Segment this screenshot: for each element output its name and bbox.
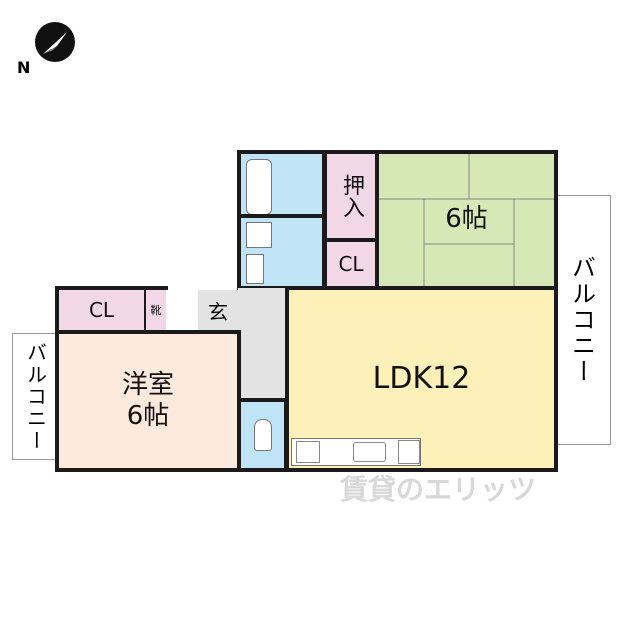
youshitsu-label-line2: 6帖 — [126, 401, 170, 431]
closet-left-label: CL — [88, 298, 115, 322]
entrance: 玄 — [166, 290, 238, 330]
closet-left: CL — [55, 286, 148, 334]
balcony-right-label: バルコニー — [567, 255, 596, 385]
hallway — [238, 288, 288, 400]
entrance-label: 玄 — [208, 299, 228, 324]
ldk-room: LDK12 — [285, 286, 558, 472]
sink-icon — [246, 254, 264, 284]
toilet — [237, 398, 288, 472]
shoe-closet-label: 靴 — [150, 304, 162, 317]
shoe-closet: 靴 — [144, 286, 168, 334]
washitsu-room: 6帖 — [375, 150, 558, 290]
kitchen-sink-icon — [353, 442, 387, 462]
balcony-left-label: バルコニー — [23, 341, 48, 452]
watermark: 賃貸のエリッツ — [340, 473, 537, 506]
bathtub-icon — [246, 159, 272, 215]
balcony-left: バルコニー — [12, 333, 60, 460]
youshitsu-label-line1: 洋室 — [121, 369, 174, 400]
closet-upper: CL — [323, 238, 379, 290]
north-arrow-icon — [33, 20, 77, 64]
kitchen-counter — [291, 438, 421, 466]
oshiire-closet: 押入 — [323, 150, 379, 242]
north-label: N — [17, 58, 31, 77]
toilet-icon — [253, 419, 272, 451]
washroom — [237, 214, 326, 290]
bathroom — [237, 150, 326, 218]
washing-machine-icon — [246, 222, 272, 248]
tatami-lines — [379, 154, 554, 286]
ldk-label: LDK12 — [372, 361, 471, 396]
washitsu-label: 6帖 — [445, 204, 488, 235]
balcony-right: バルコニー — [553, 195, 611, 445]
stove-icon — [296, 441, 320, 463]
closet-upper-label: CL — [338, 252, 364, 276]
fridge-space-icon — [398, 440, 420, 464]
oshiire-label: 押入 — [339, 174, 364, 218]
